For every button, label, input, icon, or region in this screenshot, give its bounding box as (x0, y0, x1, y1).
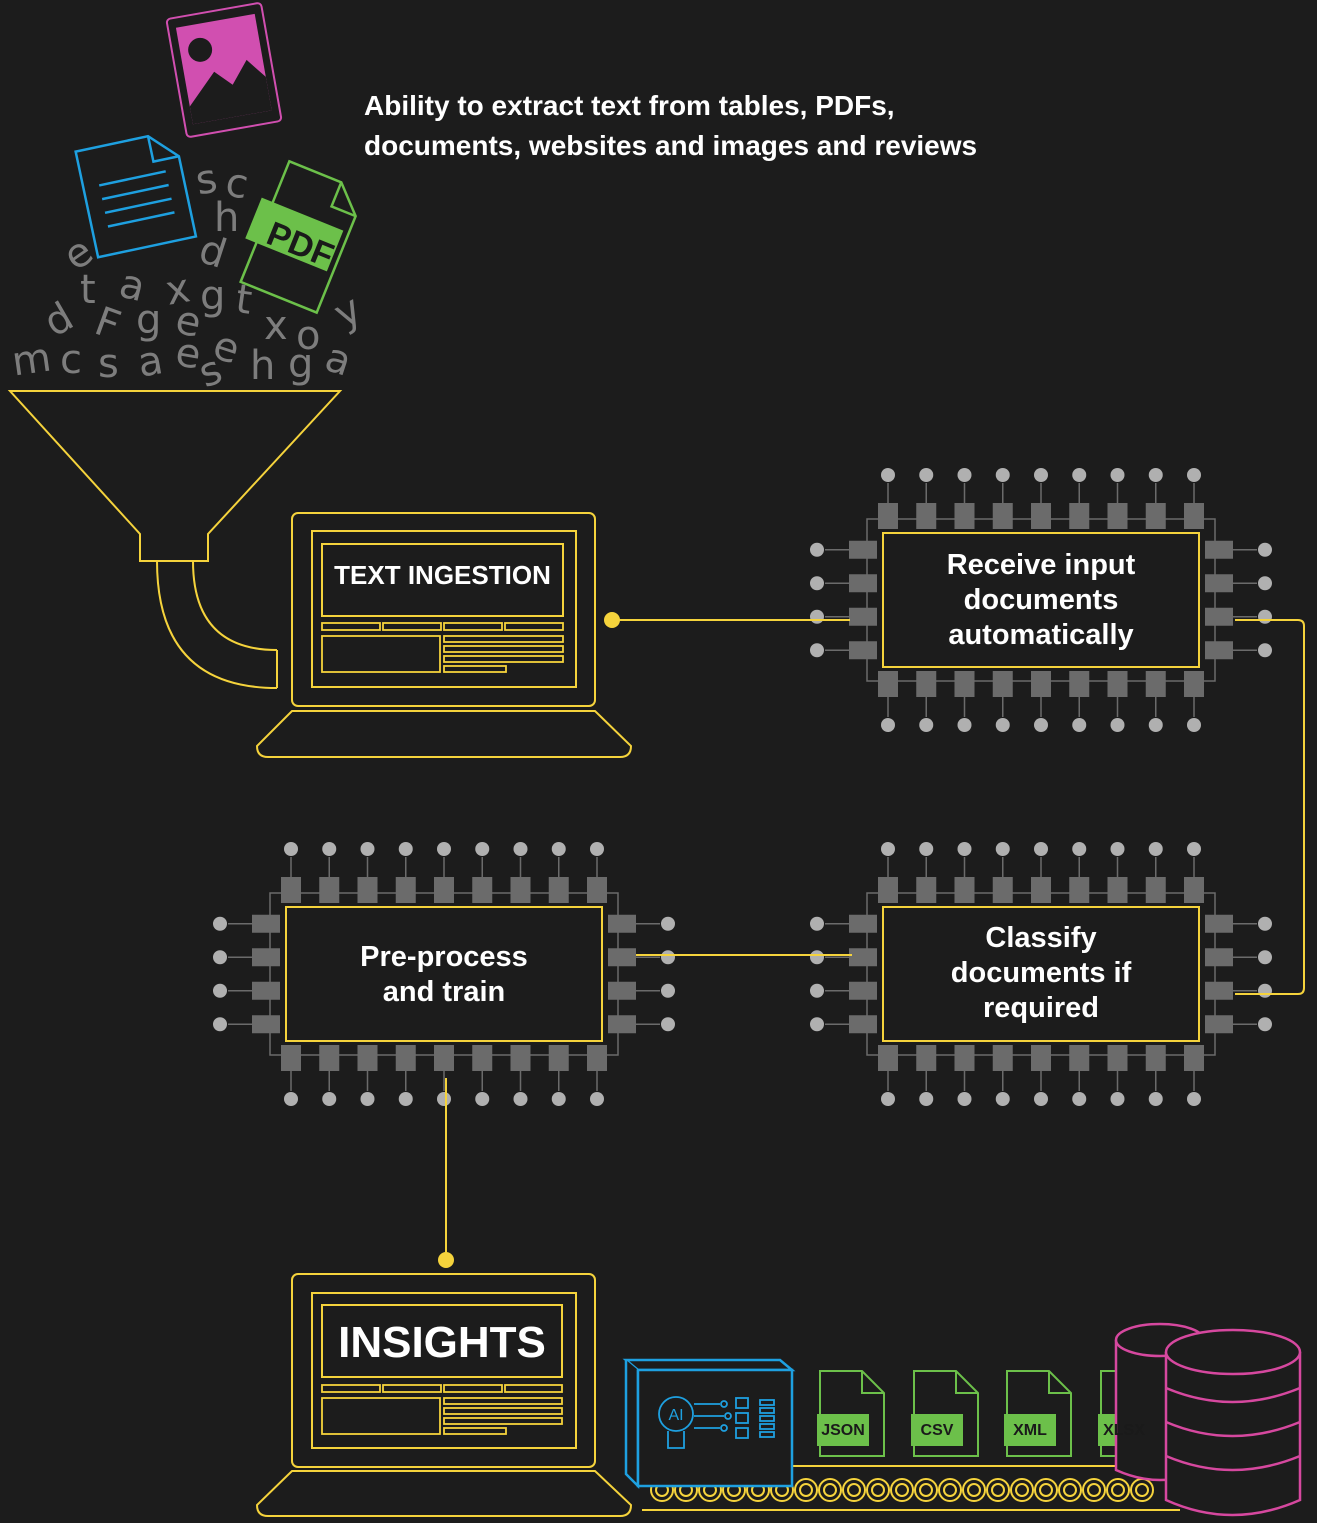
conveyor-roller-hub (871, 1483, 885, 1497)
pdf-file-icon (239, 159, 357, 315)
connector-node (438, 1252, 454, 1268)
format-file-icon-xml (1004, 1370, 1072, 1457)
conveyor-roller-hub (1135, 1483, 1149, 1497)
funnel-letter: g (200, 273, 226, 319)
format-label-csv: CSV (920, 1422, 954, 1439)
conveyor-roller (794, 1478, 818, 1502)
conveyor-roller-hub (943, 1483, 957, 1497)
database-icon (1114, 1322, 1302, 1517)
insights-title: INSIGHTS (338, 1318, 546, 1367)
conveyor-roller-hub (1063, 1483, 1077, 1497)
conveyor-roller-hub (1087, 1483, 1101, 1497)
funnel-letter: s (98, 341, 119, 387)
format-file-icon-csv (911, 1370, 979, 1457)
conveyor-roller-hub (1015, 1483, 1029, 1497)
step-preprocess-line-2: and train (382, 976, 506, 1008)
conveyor-roller (1082, 1478, 1106, 1502)
conveyor-roller-hub (1111, 1483, 1125, 1497)
funnel-letter: o (296, 313, 321, 359)
funnel-letter: g (288, 341, 314, 387)
format-label-xml: XML (1013, 1422, 1047, 1439)
funnel-letter: x (264, 303, 288, 349)
step-classify-line-1: Classify (985, 922, 1097, 954)
funnel-letter: t (80, 267, 96, 313)
ingestion-laptop-icon (255, 512, 633, 758)
headline-line-2: documents, websites and images and revie… (364, 130, 978, 161)
conveyor-roller-hub (967, 1483, 981, 1497)
step-classify-text: Classify documents if required (884, 921, 1198, 1026)
funnel-letter: g (136, 297, 162, 343)
funnel-letter: h (214, 195, 240, 241)
image-file-icon (165, 2, 283, 138)
conveyor-roller-hub (847, 1483, 861, 1497)
conveyor-roller (1058, 1478, 1082, 1502)
ai-label: AI (668, 1407, 683, 1424)
chip-preprocess (213, 842, 675, 1106)
document-file-icon (74, 134, 198, 259)
flow-connectors (445, 619, 1305, 1260)
step-receive-line-2: documents (963, 584, 1119, 616)
step-receive-line-3: automatically (948, 619, 1134, 651)
step-receive-text: Receive input documents automatically (884, 548, 1198, 653)
chip-receive (810, 468, 1272, 732)
step-classify-line-3: required (982, 992, 1100, 1024)
step-classify-line-2: documents if (950, 957, 1132, 989)
funnel-letter: h (250, 343, 276, 389)
conveyor-roller (1010, 1478, 1034, 1502)
conveyor-roller (986, 1478, 1010, 1502)
funnel-letter: m (8, 334, 54, 386)
conveyor-roller-hub (799, 1483, 813, 1497)
step-receive-line-1: Receive input (946, 549, 1136, 581)
chip-layer (213, 468, 1272, 1106)
conveyor-roller (866, 1478, 890, 1502)
connector-node (604, 612, 620, 628)
conveyor-roller (938, 1478, 962, 1502)
funnel-icon (7, 390, 343, 689)
headline-line-1: Ability to extract text from tables, PDF… (364, 90, 895, 121)
conveyor-roller (1106, 1478, 1130, 1502)
conveyor-roller-hub (823, 1483, 837, 1497)
conveyor-roller (1130, 1478, 1154, 1502)
conveyor-roller-hub (991, 1483, 1005, 1497)
output-format-files (817, 1370, 1166, 1457)
conveyor-roller (890, 1478, 914, 1502)
conveyor-roller (818, 1478, 842, 1502)
format-label-json: JSON (821, 1422, 865, 1439)
format-file-icon-json (817, 1370, 885, 1457)
insights-laptop-icon (255, 1273, 633, 1517)
conveyor-roller-hub (1039, 1483, 1053, 1497)
conveyor-roller (962, 1478, 986, 1502)
chip-classify (810, 842, 1272, 1106)
conveyor-roller (842, 1478, 866, 1502)
conveyor-roller (914, 1478, 938, 1502)
conveyor-roller (1034, 1478, 1058, 1502)
headline: Ability to extract text from tables, PDF… (364, 86, 1124, 166)
text-ingestion-title: TEXT INGESTION (334, 560, 551, 590)
step-preprocess-text: Pre-process and train (287, 940, 601, 1010)
conveyor-roller-hub (919, 1483, 933, 1497)
ai-brain-icon: AI (622, 1358, 796, 1490)
format-label-xlsx: XLSX (1103, 1422, 1145, 1439)
funnel-letter: c (60, 337, 82, 383)
step-preprocess-line-1: Pre-process (360, 941, 528, 973)
conveyor-roller-hub (895, 1483, 909, 1497)
